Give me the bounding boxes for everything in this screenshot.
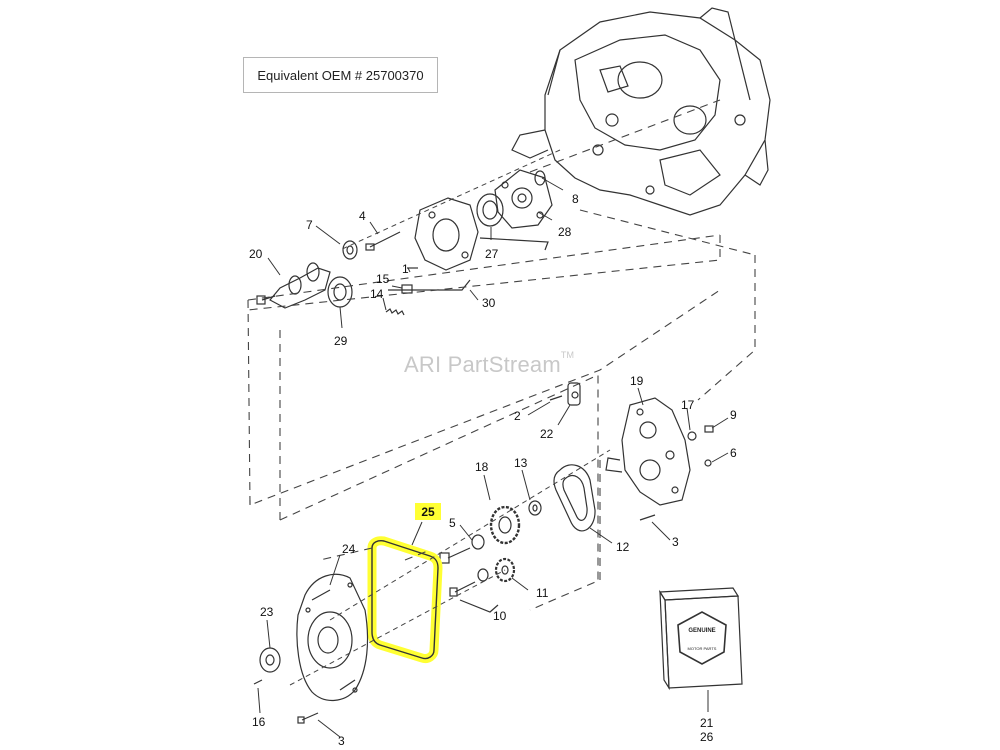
callout-27: 27 <box>485 247 499 261</box>
callout-12: 12 <box>616 540 630 554</box>
bolt-5 <box>439 547 471 564</box>
callout-5: 5 <box>449 516 456 530</box>
callout-19: 19 <box>630 374 644 388</box>
bearing-27 <box>476 193 504 227</box>
bracket-22 <box>567 382 581 406</box>
callout-29: 29 <box>334 334 348 348</box>
package-label-motor-parts: MOTOR PARTS <box>688 646 717 651</box>
washer-5 <box>471 534 485 550</box>
callout-21: 21 <box>700 716 714 730</box>
valve-15 <box>401 284 413 294</box>
assembly-lines <box>247 99 756 611</box>
o-ring-17 <box>687 431 697 441</box>
callout-17: 17 <box>681 398 695 412</box>
bolt-10 <box>454 581 476 593</box>
callout-9: 9 <box>730 408 737 422</box>
spring-14 <box>385 308 405 316</box>
bolt-4 <box>365 231 401 251</box>
bracket-30 <box>388 279 471 291</box>
callout-4: 4 <box>359 209 366 223</box>
cover-24 <box>296 573 369 701</box>
watermark: ARI PartStreamTM <box>404 350 575 378</box>
chain-12 <box>553 464 596 532</box>
callout-20: 20 <box>249 247 263 261</box>
callout-14: 14 <box>370 287 384 301</box>
callout-15: 15 <box>376 272 390 286</box>
callout-10: 10 <box>493 609 507 623</box>
gasket-highlight <box>367 536 443 663</box>
callout-30: 30 <box>482 296 496 310</box>
bearing-29 <box>327 276 353 308</box>
oil-pump-body-19 <box>605 397 691 506</box>
callout-28: 28 <box>558 225 572 239</box>
callout-13: 13 <box>514 456 528 470</box>
package-label-genuine: GENUINE <box>688 628 715 634</box>
sprocket-18 <box>489 505 521 545</box>
bolt-3-upper <box>639 514 656 521</box>
watermark-text: ARI PartStream <box>404 352 561 377</box>
callout-6: 6 <box>730 446 737 460</box>
oem-number-note: Equivalent OEM # 25700370 <box>243 57 438 93</box>
sprocket-11 <box>494 557 516 583</box>
callout-3-lower: 3 <box>338 734 345 748</box>
callout-18: 18 <box>475 460 489 474</box>
crankcase <box>511 7 771 216</box>
oil-pump-housing <box>414 197 479 271</box>
screw-16 <box>253 679 263 685</box>
callout-1: 1 <box>402 262 409 276</box>
callout-26: 26 <box>700 730 714 744</box>
o-ring-8 <box>534 170 546 186</box>
bolt-3-lower <box>301 712 319 721</box>
callout-8: 8 <box>572 192 579 206</box>
bearing-7 <box>342 240 358 260</box>
timer-plate-23 <box>259 647 281 673</box>
callout-25-highlighted: 25 <box>415 503 441 520</box>
callout-2: 2 <box>514 409 521 423</box>
callout-23: 23 <box>260 605 274 619</box>
leader-lines <box>257 177 729 738</box>
callout-11: 11 <box>536 586 549 600</box>
callout-7: 7 <box>306 218 313 232</box>
callout-16: 16 <box>252 715 266 729</box>
bolt-2 <box>549 395 563 401</box>
bracket-28 <box>479 237 549 251</box>
plug-9 <box>704 425 714 433</box>
trademark-mark: TM <box>560 350 575 360</box>
callout-3-upper: 3 <box>672 535 679 549</box>
washer-10 <box>477 568 489 582</box>
callout-22: 22 <box>540 427 554 441</box>
gasket-25 <box>371 540 439 660</box>
o-ring-6 <box>704 459 712 467</box>
cam-support-plate <box>494 169 553 229</box>
gasket-kit-box <box>658 587 743 691</box>
bracket-10 <box>459 599 499 613</box>
camshaft-20 <box>256 262 331 309</box>
callout-24: 24 <box>342 542 356 556</box>
washer-13 <box>528 500 542 516</box>
